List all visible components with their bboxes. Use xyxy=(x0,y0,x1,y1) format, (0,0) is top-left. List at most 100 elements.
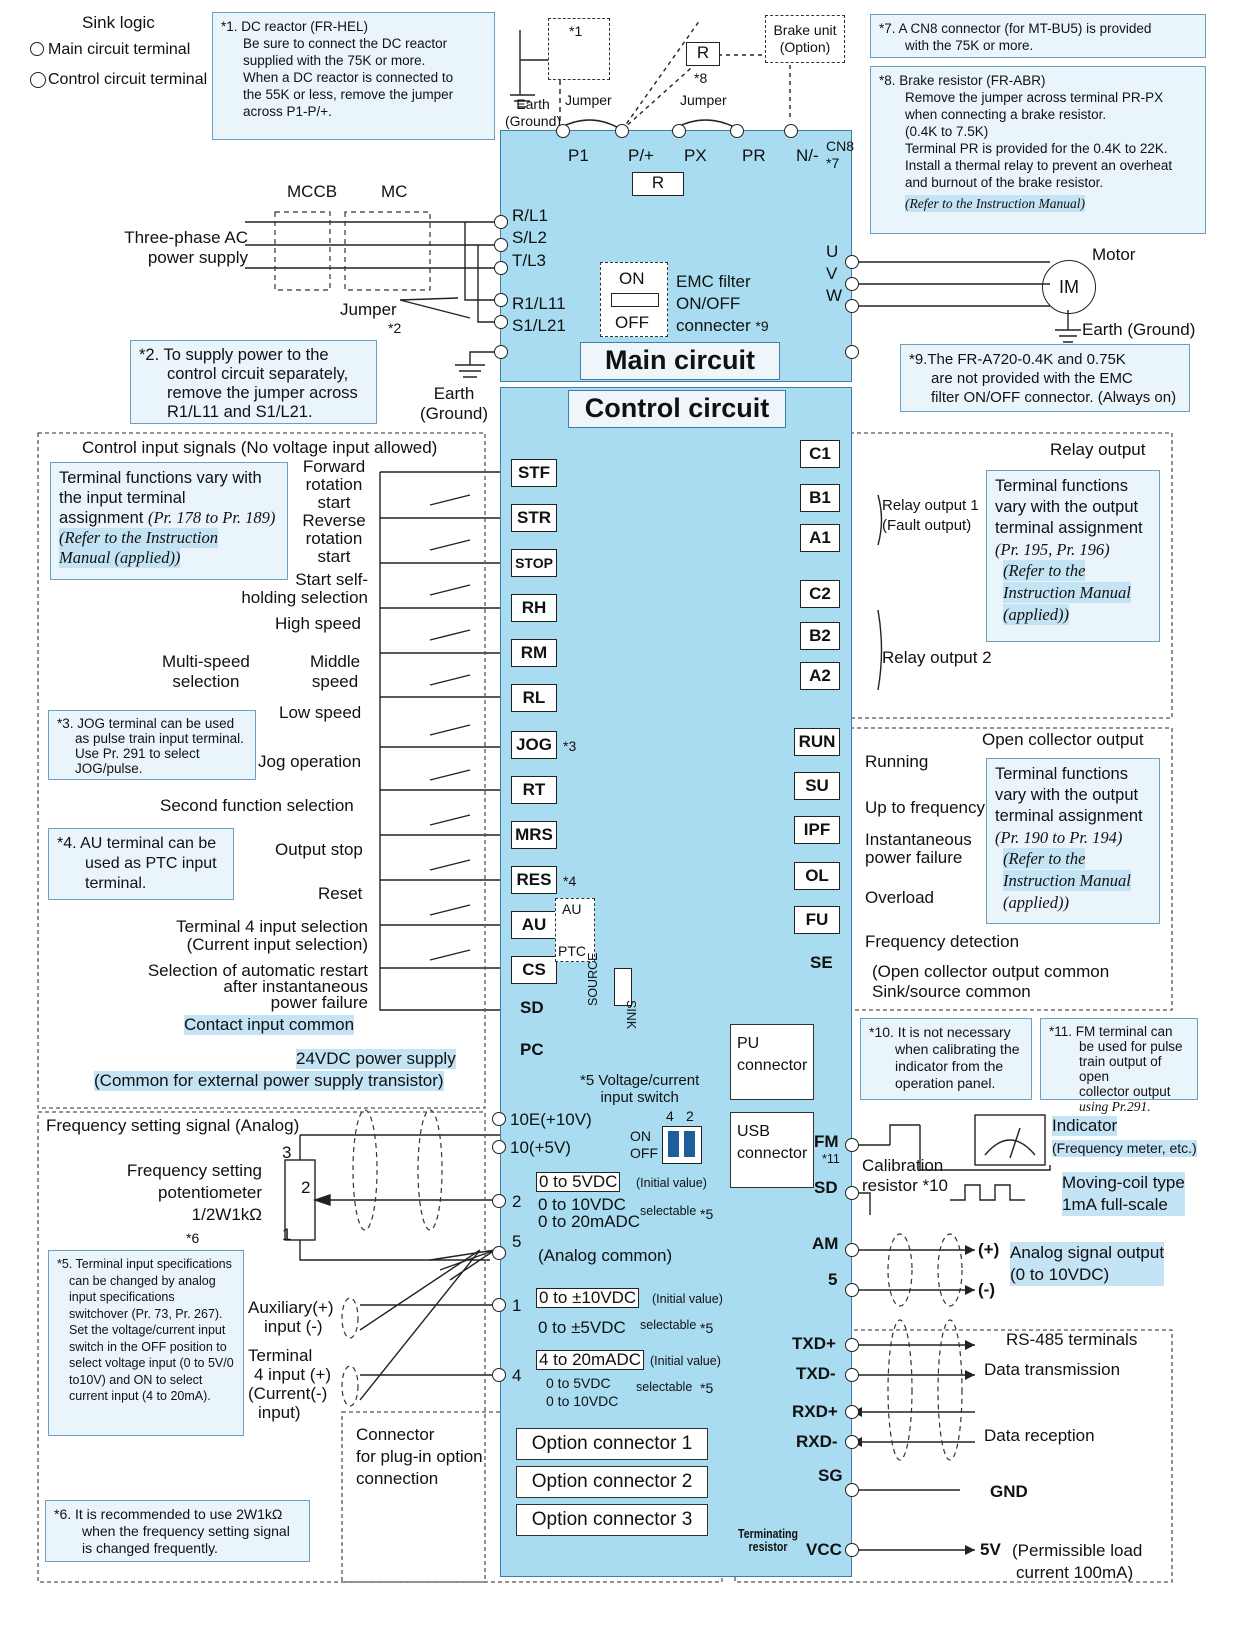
terminal-se[interactable]: SE xyxy=(810,953,833,972)
option-connector-2[interactable]: Option connector 2 xyxy=(516,1466,708,1498)
terminal-b1[interactable]: B1 xyxy=(800,484,840,512)
emc-connector[interactable]: ON OFF xyxy=(600,262,668,337)
terminal-jog[interactable]: JOG xyxy=(511,731,557,759)
terminal-fu[interactable]: FU xyxy=(794,906,840,934)
au-ptc-switch[interactable]: AU PTC xyxy=(555,898,595,962)
terminal-fm[interactable]: FM xyxy=(814,1132,839,1151)
terminal4-input-label: Terminal 4 input (+) (Current(-) input) xyxy=(248,1346,332,1422)
terminal-res[interactable]: RES xyxy=(511,866,557,894)
data-reception-label: Data reception xyxy=(984,1426,1095,1445)
label-running: Running xyxy=(865,752,929,771)
brake-resistor-r: R xyxy=(686,42,720,66)
terminal-10e[interactable]: 10E(+10V) xyxy=(510,1110,592,1129)
terminal-10[interactable]: 10(+5V) xyxy=(510,1138,571,1157)
terminal-stop[interactable]: STOP xyxy=(511,549,557,577)
terminal-ipf[interactable]: IPF xyxy=(794,816,840,844)
label-reset: Reset xyxy=(318,884,363,903)
terminal-s-l2[interactable]: S/L2 xyxy=(512,228,547,247)
terminal-c1[interactable]: C1 xyxy=(800,440,840,468)
jumper-label-px: Jumper xyxy=(680,92,727,108)
relay-output-2-label: Relay output 2 xyxy=(882,648,992,667)
terminal-n-minus[interactable]: N/- xyxy=(796,146,819,165)
terminal-v[interactable]: V xyxy=(826,264,838,283)
terminal-txd-minus[interactable]: TXD- xyxy=(796,1364,836,1383)
range-4-initial: 4 to 20mADC xyxy=(536,1350,645,1370)
terminal-sg[interactable]: SG xyxy=(818,1466,843,1485)
terminal-am-5[interactable]: 5 xyxy=(828,1270,838,1289)
terminal-stf[interactable]: STF xyxy=(511,459,557,487)
terminal-pc[interactable]: PC xyxy=(520,1040,544,1059)
note-calibration: *10. It is not necessary when calibratin… xyxy=(860,1018,1032,1100)
terminal-run[interactable]: RUN xyxy=(794,728,840,756)
motor-label: Motor xyxy=(1092,245,1136,264)
terminal-4[interactable]: 4 xyxy=(512,1366,522,1385)
option-connector-1[interactable]: Option connector 1 xyxy=(516,1428,708,1460)
terminal-s1-l21[interactable]: S1/L21 xyxy=(512,316,566,335)
range-2-ref: *5 xyxy=(700,1206,714,1222)
terminal-u[interactable]: U xyxy=(826,242,839,261)
v5-label: 5V xyxy=(980,1540,1001,1559)
terminal-str[interactable]: STR xyxy=(511,504,557,532)
terminal-au[interactable]: AU xyxy=(511,911,557,939)
terminal-c2[interactable]: C2 xyxy=(800,580,840,608)
label-instantaneous: Instantaneous xyxy=(865,830,972,849)
voltage-current-switch[interactable] xyxy=(662,1126,702,1164)
terminal-rh[interactable]: RH xyxy=(511,594,557,622)
terminal-rxd-minus[interactable]: RXD- xyxy=(796,1432,838,1451)
source-label: SOURCE xyxy=(586,952,600,1006)
terminal-txd-plus[interactable]: TXD+ xyxy=(792,1334,836,1353)
terminal-a1[interactable]: A1 xyxy=(800,524,840,552)
terminal-p-plus[interactable]: P/+ xyxy=(628,146,654,165)
terminal-vcc[interactable]: VCC xyxy=(806,1540,842,1559)
mccb-label: MCCB xyxy=(287,182,338,201)
terminal-su[interactable]: SU xyxy=(794,772,840,800)
source-sink-switch[interactable] xyxy=(614,968,632,1006)
label-contact-common: Contact input common xyxy=(184,1015,355,1035)
terminal-t-l3[interactable]: T/L3 xyxy=(512,251,547,270)
ring-p1 xyxy=(556,124,570,138)
terminal-rm[interactable]: RM xyxy=(511,639,557,667)
ring-fm xyxy=(845,1138,859,1152)
terminal-ol[interactable]: OL xyxy=(794,862,840,890)
range-2-initial-note: (Initial value) xyxy=(636,1176,707,1190)
terminal-am[interactable]: AM xyxy=(812,1234,839,1253)
terminal-r1-l11[interactable]: R1/L11 xyxy=(512,294,566,313)
motor-earth-label: Earth (Ground) xyxy=(1082,320,1196,339)
terminal-p1[interactable]: P1 xyxy=(568,146,589,165)
emc-label: EMC filter ON/OFF connecter *9 xyxy=(676,272,769,335)
ring-txd-plus xyxy=(845,1338,859,1352)
terminal-a2[interactable]: A2 xyxy=(800,662,840,690)
terminal-5[interactable]: 5 xyxy=(512,1232,522,1251)
terminal-1[interactable]: 1 xyxy=(512,1296,522,1315)
terminal-b2[interactable]: B2 xyxy=(800,622,840,650)
terminal-rt[interactable]: RT xyxy=(511,776,557,804)
terminal-mrs[interactable]: MRS xyxy=(511,821,557,849)
star8: *8 xyxy=(694,70,708,86)
am-plus: (+) xyxy=(978,1240,1000,1259)
terminal-sd[interactable]: SD xyxy=(520,998,544,1017)
analog-output-label: Analog signal output(0 to 10VDC) xyxy=(1010,1242,1165,1286)
label-output-stop: Output stop xyxy=(275,840,363,859)
terminal-2[interactable]: 2 xyxy=(512,1192,522,1211)
brake-unit-box: Brake unit(Option) xyxy=(765,15,845,63)
terminal-px[interactable]: PX xyxy=(684,146,707,165)
label-high-speed: High speed xyxy=(275,614,362,633)
ring-u xyxy=(845,255,859,269)
ring-v xyxy=(845,277,859,291)
mc-label: MC xyxy=(381,182,408,201)
terminal-pr[interactable]: PR xyxy=(742,146,766,165)
terminal-r-l1[interactable]: R/L1 xyxy=(512,206,548,225)
terminal-cs[interactable]: CS xyxy=(511,956,557,984)
option-connector-3[interactable]: Option connector 3 xyxy=(516,1504,708,1536)
terminal-w[interactable]: W xyxy=(826,286,843,305)
terminal-sd-fm[interactable]: SD xyxy=(814,1178,838,1197)
terminal-rl[interactable]: RL xyxy=(511,684,557,712)
terminal-rxd-plus[interactable]: RXD+ xyxy=(792,1402,838,1421)
motor-symbol: IM xyxy=(1042,260,1096,314)
